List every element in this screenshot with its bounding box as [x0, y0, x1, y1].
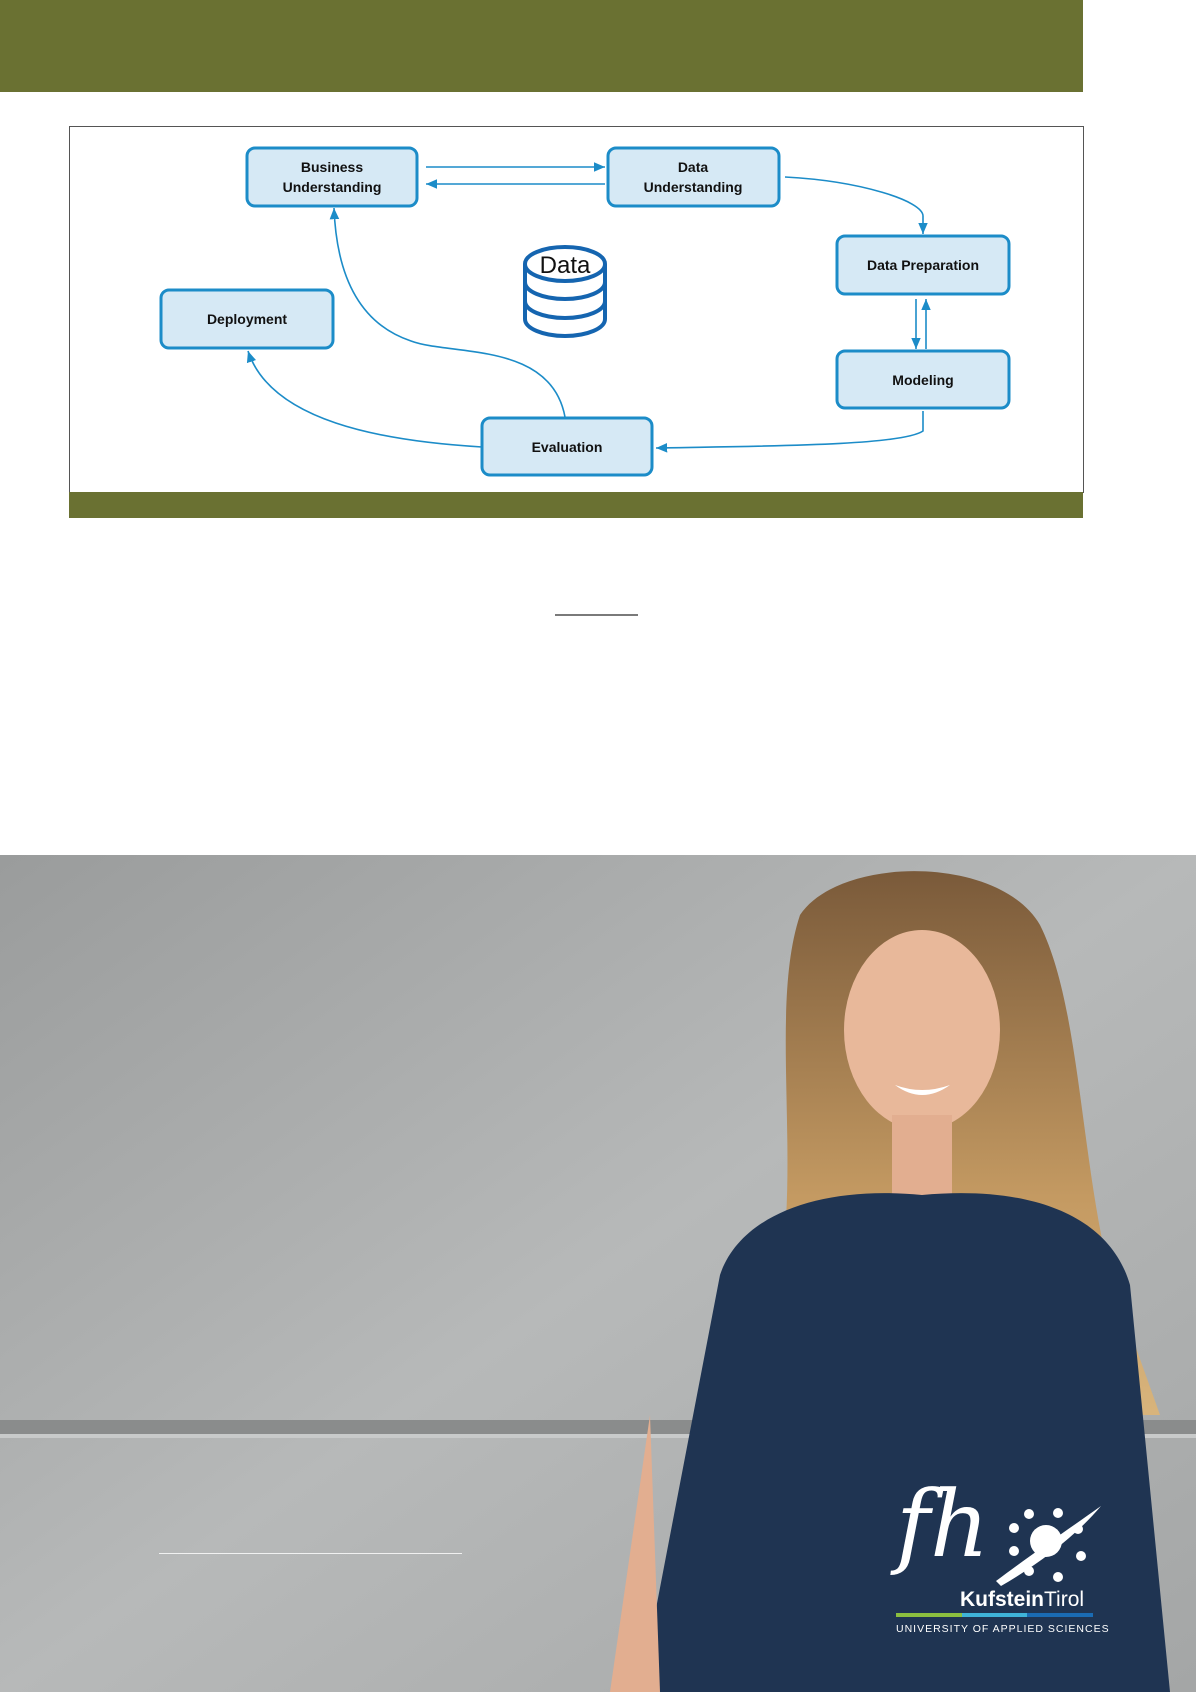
- separator-rule: [555, 614, 638, 616]
- diagram-footer-bar: [69, 492, 1083, 518]
- diagram-canvas: Business Understanding Data Understandin…: [159, 146, 1011, 477]
- svg-text:Deployment: Deployment: [207, 311, 287, 327]
- arrow-evaluation-to-business: [329, 207, 566, 418]
- logo-wordmark: KufsteinTirol: [960, 1588, 1085, 1611]
- svg-text:Understanding: Understanding: [644, 179, 743, 195]
- photo-image: [0, 855, 1196, 1692]
- arrow-evaluation-to-deployment: [246, 350, 483, 448]
- svg-text:Business: Business: [301, 159, 363, 175]
- node-modeling: Modeling: [835, 349, 1011, 410]
- logo-tagline: UNIVERSITY OF APPLIED SCIENCES: [896, 1623, 1110, 1635]
- svg-text:Evaluation: Evaluation: [532, 439, 603, 455]
- node-business-understanding: Business Understanding: [245, 146, 419, 208]
- fh-kufstein-logo: fh KufsteinTirol UNIVERSITY OF APPLIED S…: [896, 1471, 1110, 1635]
- svg-text:Understanding: Understanding: [283, 179, 382, 195]
- node-data-preparation: Data Preparation: [835, 234, 1011, 296]
- logo-color-bar: [896, 1613, 1094, 1617]
- header-banner: [0, 0, 1083, 92]
- caption-rule: [159, 1553, 462, 1554]
- crisp-dm-diagram: Business Understanding Data Understandin…: [69, 126, 1084, 493]
- arrow-data-to-preparation: [784, 176, 928, 234]
- svg-text:Modeling: Modeling: [892, 372, 953, 388]
- database-icon: Data: [523, 245, 607, 338]
- node-deployment: Deployment: [159, 288, 335, 350]
- svg-text:Data Preparation: Data Preparation: [867, 257, 979, 273]
- arrow-modeling-to-evaluation: [655, 411, 924, 453]
- node-data-understanding: Data Understanding: [606, 146, 781, 208]
- node-evaluation: Evaluation: [480, 416, 654, 477]
- svg-text:Data: Data: [678, 159, 709, 175]
- svg-text:Data: Data: [540, 252, 591, 279]
- portrait-photo: [0, 855, 1196, 1692]
- sun-icon: [996, 1506, 1101, 1586]
